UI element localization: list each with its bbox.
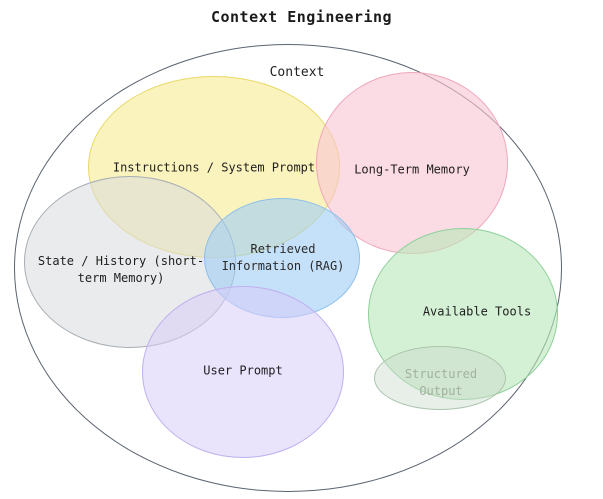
ellipse-user-prompt bbox=[142, 286, 344, 458]
label-available-tools: Available Tools bbox=[422, 304, 532, 319]
label-state-history: State / History (short-term Memory) bbox=[37, 254, 205, 285]
label-instructions-system-prompt: Instructions / System Prompt bbox=[112, 160, 316, 175]
context-boundary-ellipse bbox=[14, 44, 562, 492]
label-user-prompt: User Prompt bbox=[203, 363, 283, 378]
diagram-title: Context Engineering bbox=[210, 8, 393, 26]
label-structured-output: Structured Output bbox=[404, 367, 478, 398]
ellipse-long-term-memory bbox=[316, 72, 508, 254]
context-label: Context bbox=[269, 64, 325, 80]
label-retrieved-information-rag: Retrieved Information (RAG) bbox=[221, 242, 345, 273]
ellipse-structured-output bbox=[374, 346, 506, 410]
label-long-term-memory: Long-Term Memory bbox=[354, 162, 470, 177]
